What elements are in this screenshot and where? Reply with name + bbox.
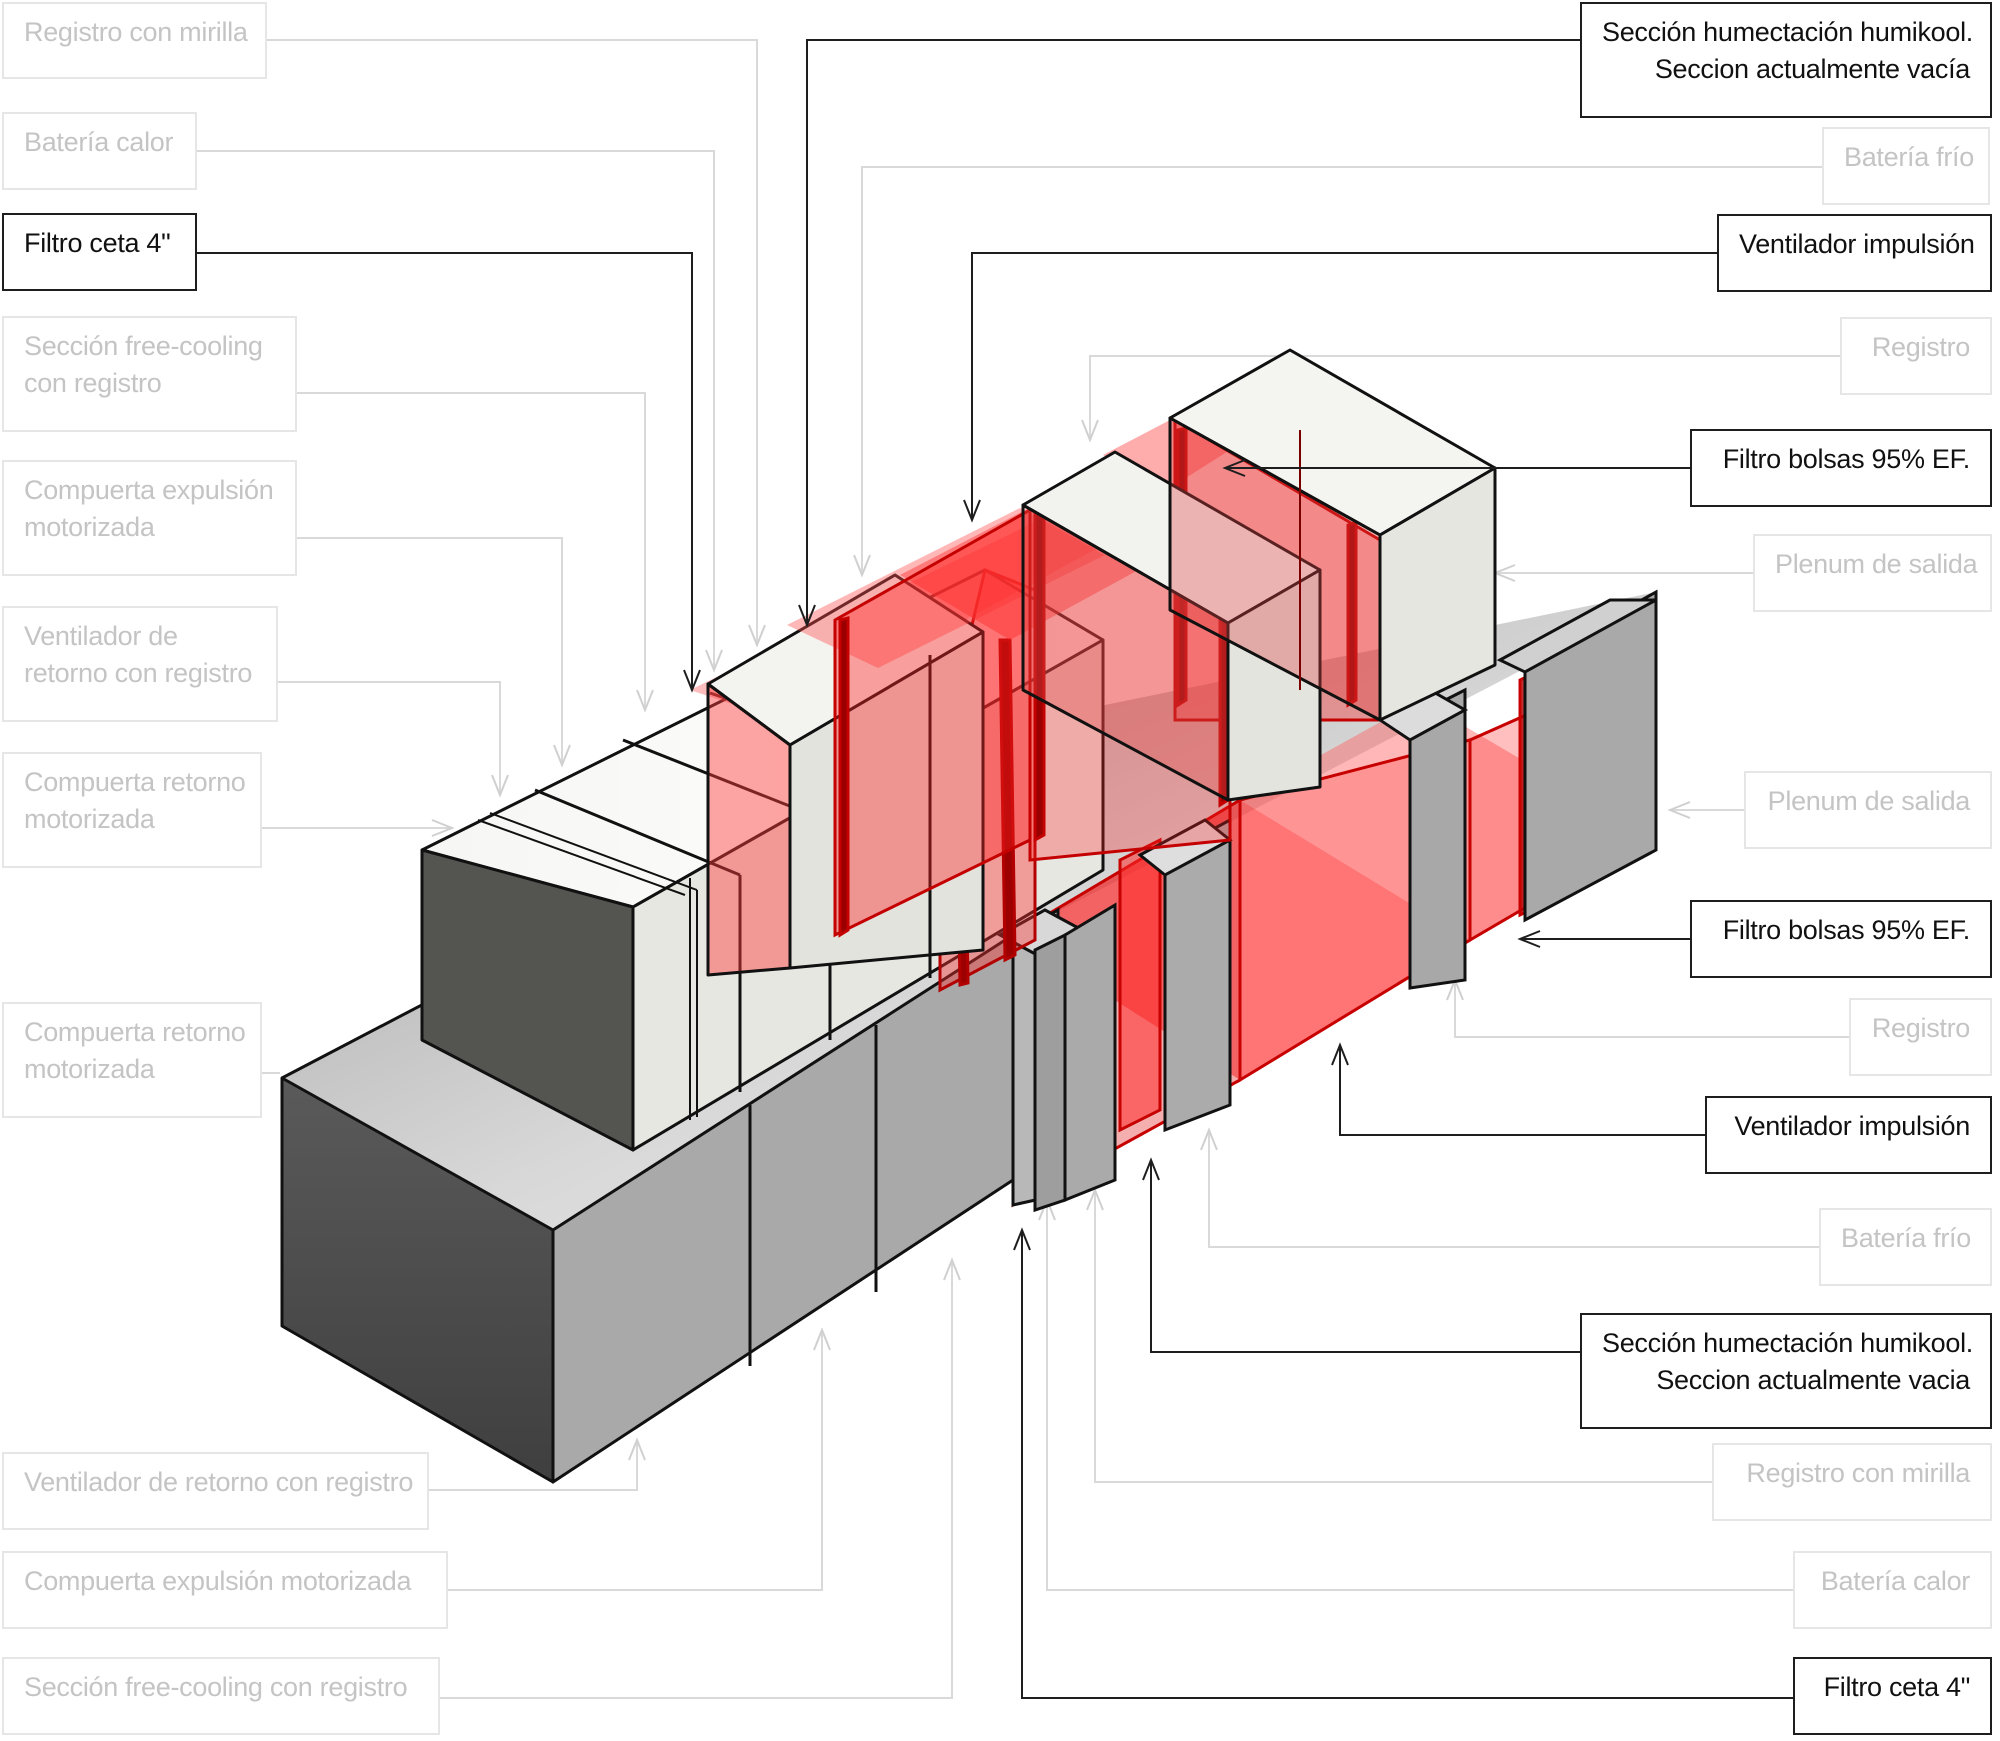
label-ventilador-impulsion-bottom: Ventilador impulsión [1705,1096,1992,1174]
label-bateria-frio-bottom: Batería frío [1819,1208,1992,1286]
label-filtro-ceta-top: Filtro ceta 4" [2,213,197,291]
box-2-end [1021,503,1230,802]
label-ventilador-retorno-top: Ventilador de retorno con registro [2,606,278,722]
label-bateria-calor-top: Batería calor [2,112,197,190]
label-registro-con-mirilla-bottom: Registro con mirilla [1712,1443,1992,1521]
label-bateria-calor-bottom: Batería calor [1793,1551,1992,1629]
faded-leader-lines [197,39,1849,1699]
active-arrowheads [683,459,1541,1251]
mid-box-end [706,682,792,977]
label-compuerta-retorno-bottom: Compuerta retorno motorizada [2,1002,262,1118]
red-frame-4 [1346,519,1358,708]
plenum-right-top [1496,598,1657,674]
label-registro-con-mirilla-top: Registro con mirilla [2,2,267,79]
label-filtro-bolsas-top: Filtro bolsas 95% EF. [1690,429,1992,507]
red-top-band-1 [787,508,1105,668]
label-ventilador-retorno-bottom: Ventilador de retorno con registro [2,1452,429,1530]
label-seccion-free-cooling-bottom: Sección free-cooling con registro [2,1657,440,1735]
label-seccion-humectacion-bottom: Sección humectación humikool. Seccion ac… [1580,1313,1992,1429]
label-registro-top: Registro [1840,317,1992,395]
active-leader-lines [197,39,1793,1699]
label-ventilador-impulsion-top: Ventilador impulsión [1717,214,1992,292]
label-plenum-salida-bottom: Plenum de salida [1744,771,1992,849]
label-filtro-ceta-bottom: Filtro ceta 4" [1793,1657,1992,1735]
red-frame-1 [838,616,850,938]
faded-arrowheads [431,419,1691,1461]
label-registro-bottom: Registro [1849,998,1992,1076]
label-compuerta-expulsion-bottom: Compuerta expulsión motorizada [2,1551,448,1629]
label-plenum-salida-top: Plenum de salida [1753,534,1992,612]
label-seccion-free-cooling-top: Sección free-cooling con registro [2,316,297,432]
upper-right-boxes [1021,348,1497,802]
panel-b2 [1063,902,1117,1203]
panel-b [1033,932,1067,1213]
box-3-end [1168,416,1382,722]
red-top-band-3 [1103,420,1230,488]
label-bateria-frio-top: Batería frío [1822,127,1990,205]
vertical-panels [996,589,1658,1213]
label-compuerta-expulsion-top: Compuerta expulsión motorizada [2,460,297,576]
label-compuerta-retorno-top: Compuerta retorno motorizada [2,752,262,868]
label-seccion-humectacion-top: Sección humectación humikool. Seccion ac… [1580,2,1992,118]
red-sections-upper [787,417,1382,938]
red-wall-b [1118,837,1162,1133]
label-filtro-bolsas-bottom: Filtro bolsas 95% EF. [1690,900,1992,978]
